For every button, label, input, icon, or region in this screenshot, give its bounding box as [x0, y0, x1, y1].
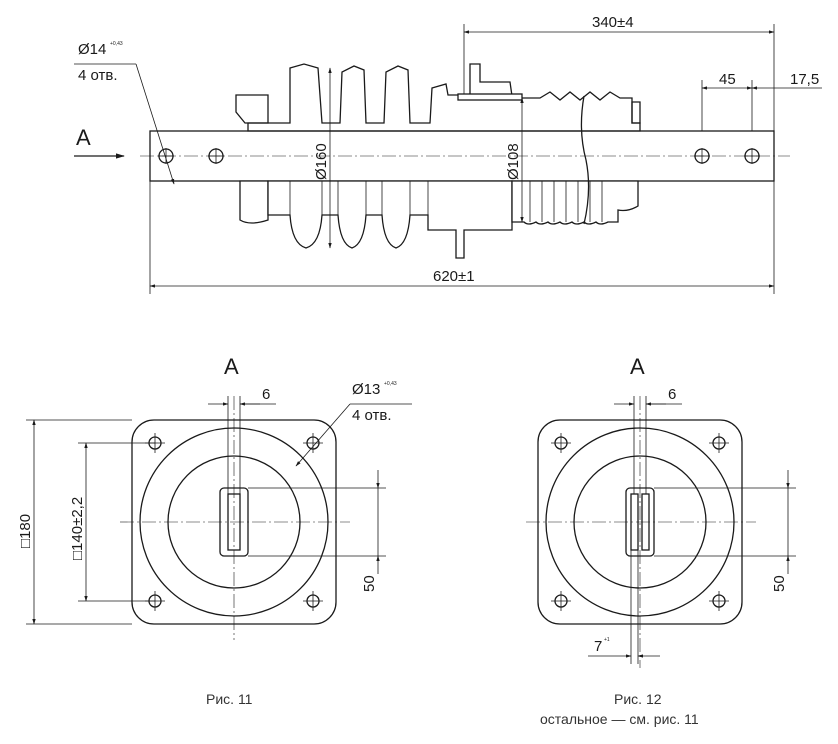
fig12-dim-50-text: 50	[771, 575, 788, 592]
fig12-dim-6-text: 6	[668, 386, 676, 403]
mounting-flange	[457, 93, 523, 101]
fig12-holes	[551, 433, 729, 611]
fig11-dim-140-text: □140±2,2	[69, 497, 86, 560]
fig11-dim-180-text: □180	[17, 514, 34, 548]
dim-45-text: 45	[719, 71, 736, 88]
sectioned-insulator-top	[247, 63, 641, 132]
dim-160-text: Ø160	[313, 143, 330, 180]
dim-620-text: 620±1	[433, 268, 475, 285]
fig11-hole-tol-text: +0,43	[384, 381, 397, 387]
fig12-dim-7-text: 7	[594, 638, 602, 655]
fig11-view-letter: A	[224, 354, 239, 379]
break-line	[580, 95, 590, 225]
fig11-hole-count-text: 4 отв.	[352, 407, 392, 424]
fig11-dim-50-text: 50	[361, 575, 378, 592]
fig11-dim-6-text: 6	[262, 386, 270, 403]
hole-count-text: 4 отв.	[78, 67, 118, 84]
fig12-view-letter: A	[630, 354, 645, 379]
ribs	[529, 181, 603, 222]
left-flange	[235, 94, 269, 124]
shed-edges	[289, 181, 429, 215]
right-clamp	[631, 101, 641, 124]
left-cap	[239, 180, 269, 224]
hole-dia-text: Ø14	[78, 41, 106, 58]
fig12-dim-7-tol: +1	[604, 637, 610, 643]
fig12-caption: Рис. 12	[614, 691, 662, 707]
ribbed-section	[511, 180, 639, 225]
dim-340-text: 340±4	[592, 14, 634, 31]
figure-11: □180 □140±2,2 50 6 Ø13 +0,43 4 отв. A Ри…	[17, 354, 412, 707]
fig11-hole-leader	[295, 403, 351, 467]
hole-tol-text: +0,43	[110, 41, 123, 47]
fig12-caption-note: остальное — см. рис. 11	[540, 711, 699, 727]
fig11-caption: Рис. 11	[206, 691, 253, 707]
hole-leader	[135, 63, 175, 185]
insulator-sheds-bottom	[267, 180, 513, 259]
figure-12: 50 6 7 +1 A Рис. 12 остальное — см. рис.…	[526, 354, 796, 727]
bushing-side-view: 340±4 45 17,5 Ø160 Ø108 620±1 Ø14 +0,43 …	[74, 14, 822, 294]
fig11-hole-dia-text: Ø13	[352, 381, 380, 398]
dim-108-text: Ø108	[505, 143, 522, 180]
view-letter: A	[76, 125, 91, 150]
dim-17-5-text: 17,5	[790, 71, 819, 88]
